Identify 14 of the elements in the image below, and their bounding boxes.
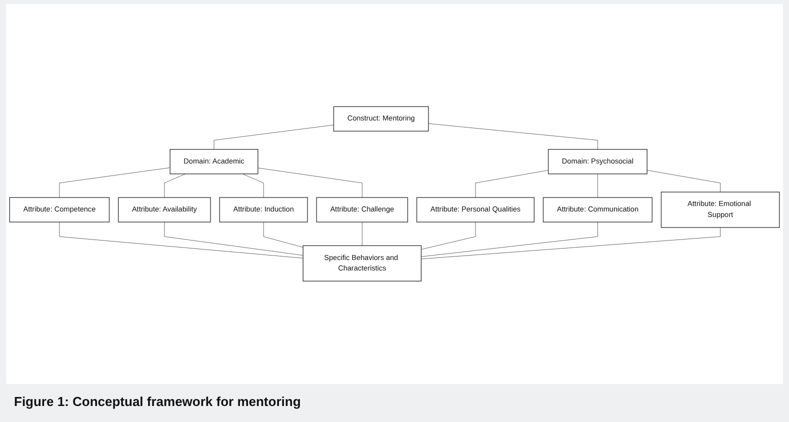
connector bbox=[263, 222, 304, 248]
connector bbox=[258, 168, 362, 198]
connector bbox=[597, 174, 598, 198]
connector bbox=[59, 222, 304, 259]
connector bbox=[420, 227, 721, 260]
connector bbox=[59, 168, 170, 198]
connector bbox=[420, 222, 598, 258]
connector bbox=[164, 222, 304, 256]
connector bbox=[428, 123, 598, 150]
connector bbox=[646, 170, 721, 192]
connector bbox=[420, 222, 476, 250]
figure-caption: Figure 1: Conceptual framework for mentoring bbox=[14, 394, 301, 409]
connector bbox=[475, 170, 549, 198]
connector bbox=[214, 124, 334, 150]
